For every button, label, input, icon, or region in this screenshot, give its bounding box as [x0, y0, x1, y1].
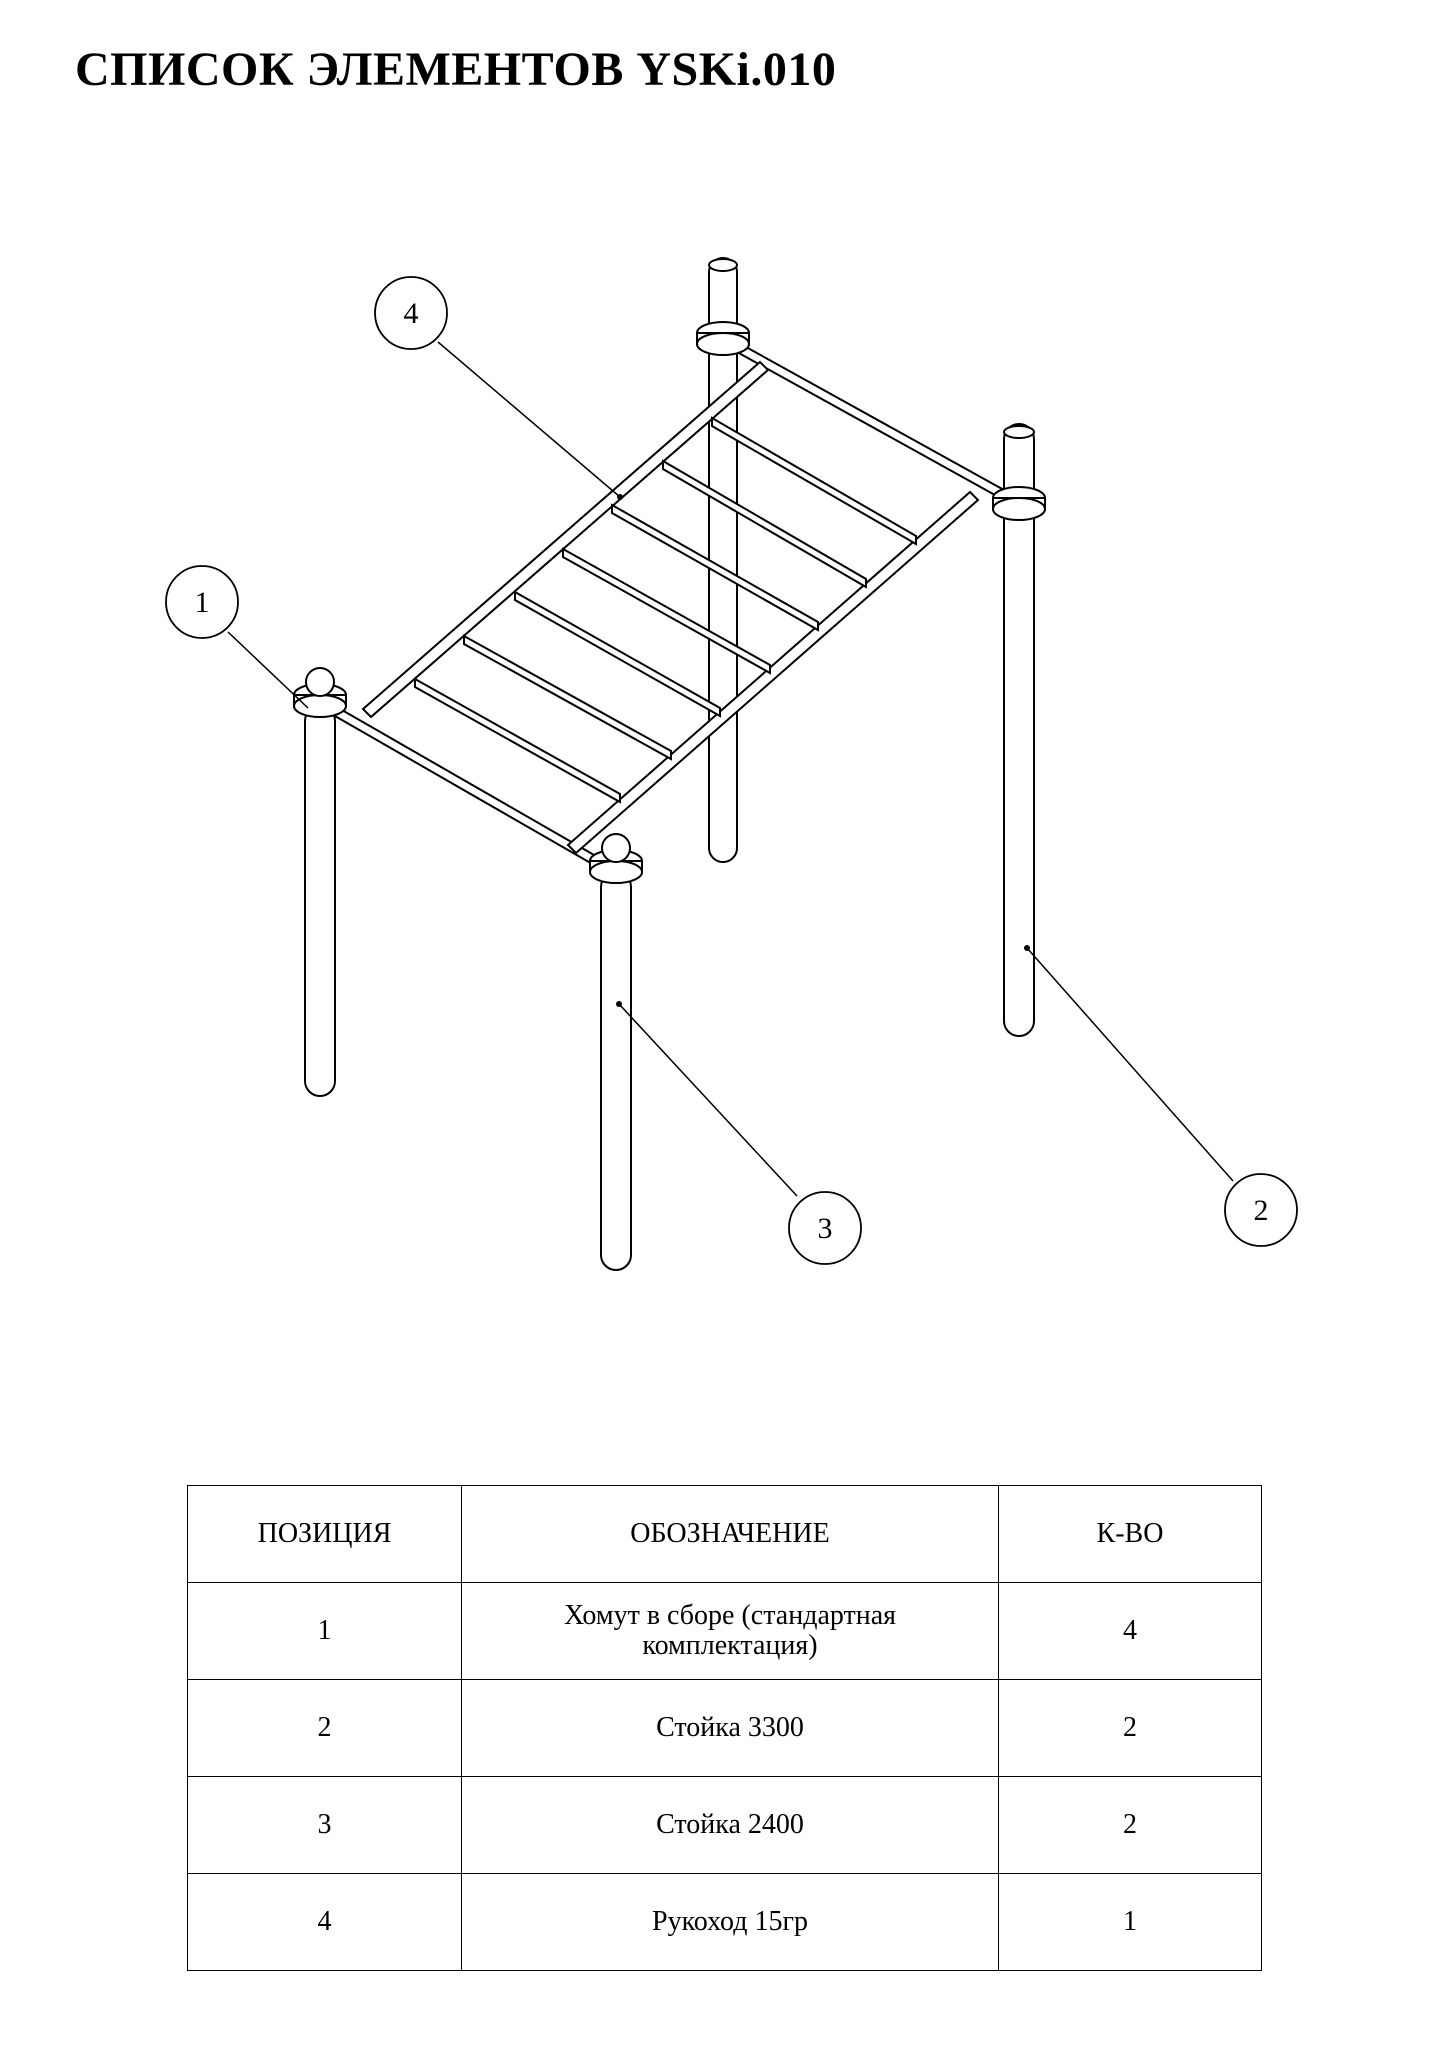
- cell-designation: Стойка 2400: [461, 1776, 999, 1874]
- table-row: 3 Стойка 2400 2: [187, 1776, 1262, 1874]
- svg-text:1: 1: [195, 586, 210, 619]
- callout-4: 4: [374, 276, 448, 350]
- ladder-rails: [334, 340, 1005, 871]
- clamp-back-right: [992, 486, 1046, 521]
- header-quantity: К-ВО: [998, 1485, 1262, 1583]
- leader-lines: [227, 341, 1234, 1197]
- cell-quantity: 2: [998, 1679, 1262, 1777]
- cell-position: 1: [187, 1582, 462, 1680]
- page-title: СПИСОК ЭЛЕМЕНТОВ YSKi.010: [75, 43, 837, 96]
- cell-position: 3: [187, 1776, 462, 1874]
- cell-designation: Рукоход 15гр: [461, 1873, 999, 1971]
- cell-quantity: 4: [998, 1582, 1262, 1680]
- table-row: 4 Рукоход 15гр 1: [187, 1873, 1262, 1971]
- svg-text:3: 3: [818, 1212, 833, 1245]
- svg-text:2: 2: [1254, 1194, 1269, 1227]
- clamp-back-left: [696, 321, 750, 356]
- post-front-left: [304, 705, 336, 1097]
- callout-2: 2: [1224, 1173, 1298, 1247]
- post-back-right: [1003, 423, 1035, 1037]
- cell-position: 2: [187, 1679, 462, 1777]
- table-header-row: ПОЗИЦИЯ ОБОЗНАЧЕНИЕ К-ВО: [187, 1485, 1262, 1583]
- cell-position: 4: [187, 1873, 462, 1971]
- table-row: 1 Хомут в сборе (стандартная комплектаци…: [187, 1582, 1262, 1680]
- post-front-right: [600, 871, 632, 1271]
- clamp-front-left: [293, 667, 347, 718]
- table-row: 2 Стойка 3300 2: [187, 1679, 1262, 1777]
- assembly-drawing: 1 2 3 4: [165, 257, 1298, 1271]
- parts-table: ПОЗИЦИЯ ОБОЗНАЧЕНИЕ К-ВО 1 Хомут в сборе…: [187, 1485, 1262, 1971]
- cell-quantity: 1: [998, 1873, 1262, 1971]
- clamp-front-right: [589, 833, 643, 884]
- cell-designation: Хомут в сборе (стандартная комплектация): [461, 1582, 999, 1680]
- header-position: ПОЗИЦИЯ: [187, 1485, 462, 1583]
- ladder-rungs: [414, 416, 917, 804]
- callout-3: 3: [788, 1191, 862, 1265]
- cell-quantity: 2: [998, 1776, 1262, 1874]
- header-designation: ОБОЗНАЧЕНИЕ: [461, 1485, 999, 1583]
- svg-text:4: 4: [404, 297, 419, 330]
- cell-designation: Стойка 3300: [461, 1679, 999, 1777]
- callout-1: 1: [165, 565, 239, 639]
